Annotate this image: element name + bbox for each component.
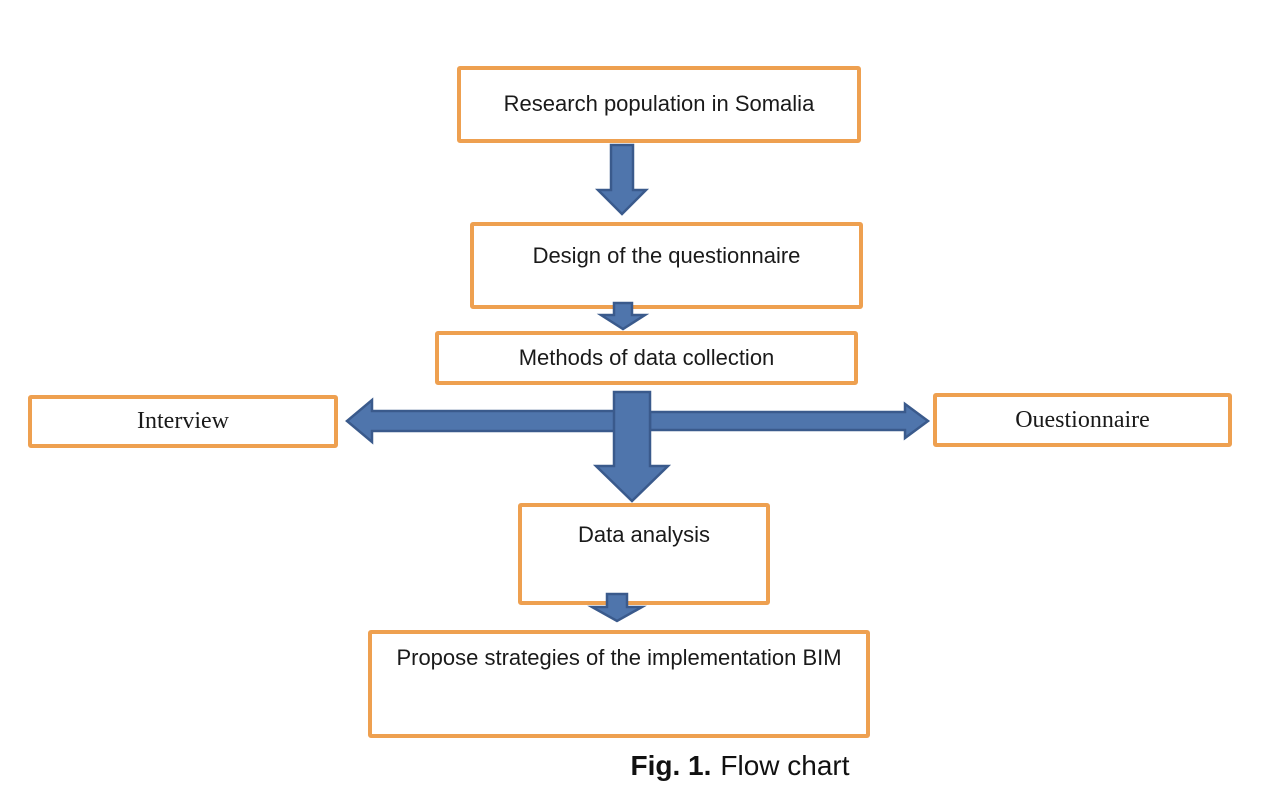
figure-caption-number: Fig. 1. <box>630 750 712 781</box>
flow-node-interview: Interview <box>28 395 338 448</box>
arrow-down-1-icon <box>594 143 650 216</box>
flow-node-data-analysis: Data analysis <box>518 503 770 605</box>
arrow-right-icon <box>648 401 931 441</box>
flow-node-questionnaire: Ouestionnaire <box>933 393 1232 447</box>
figure-caption: Fig. 1. Flow chart <box>540 750 940 782</box>
arrow-down-3-icon <box>592 390 672 503</box>
flow-node-design-questionnaire: Design of the questionnaire <box>470 222 863 309</box>
figure-caption-text: Flow chart <box>720 750 850 781</box>
flow-node-propose-strategies: Propose strategies of the implementation… <box>368 630 870 738</box>
arrow-left-icon <box>345 397 650 445</box>
flow-node-research-population: Research population in Somalia <box>457 66 861 143</box>
flow-node-methods-data-collection: Methods of data collection <box>435 331 858 385</box>
